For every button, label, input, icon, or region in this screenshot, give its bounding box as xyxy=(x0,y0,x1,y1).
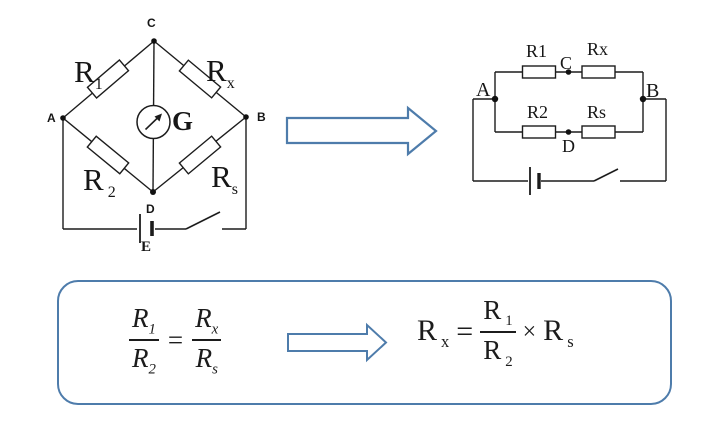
resistor-box-rx xyxy=(178,59,222,99)
galvanometer-icon xyxy=(136,104,171,140)
num1-base-text: R xyxy=(132,303,149,333)
rs-sub-text: s xyxy=(231,181,238,199)
left-node-label-c: C xyxy=(147,16,156,30)
galvanometer-label: G xyxy=(172,106,194,136)
right-resistor-boxes xyxy=(521,65,616,139)
left-node-label-b: B xyxy=(257,110,266,124)
right-node-label-a: A xyxy=(476,79,491,101)
fraction-numerator: R1 xyxy=(129,303,159,337)
resistor-box-rx xyxy=(581,65,616,79)
right-node-label-c: C xyxy=(560,53,573,73)
fraction-denominator: Rs xyxy=(193,343,221,377)
right-node-label-b: B xyxy=(646,80,660,102)
lhs-base-text: R xyxy=(417,313,438,347)
right-node-dots xyxy=(491,69,647,135)
small-right-arrow-icon xyxy=(287,322,388,363)
den2-sub-text: s xyxy=(212,361,218,378)
galvanometer-needle xyxy=(154,113,162,122)
left-resistor-label-rx: Rx xyxy=(206,55,235,92)
den1-sub-text: 2 xyxy=(148,361,156,378)
left-resistor-boxes xyxy=(86,59,222,175)
right-node-label-d: D xyxy=(562,136,575,156)
fraction-numerator: Rx xyxy=(192,303,221,337)
left-switch-icon xyxy=(185,211,221,230)
left-resistor-label-rs: Rs xyxy=(211,161,238,198)
rx-base-text: R xyxy=(206,53,227,88)
lhs-sub-text: x xyxy=(441,331,450,351)
den2-base-text: R xyxy=(195,343,213,374)
rhs-sub-text: s xyxy=(567,331,574,351)
left-node-dots xyxy=(60,38,249,195)
right-battery-icon xyxy=(529,167,541,195)
r2-sub-text: 2 xyxy=(107,184,116,202)
left-node-label-a: A xyxy=(47,111,56,125)
den1-base-text: R xyxy=(132,343,149,374)
num2-base-text: R xyxy=(195,303,212,333)
right-resistor-label-rs: Rs xyxy=(587,102,607,122)
equals-sign: = xyxy=(167,324,184,355)
big-right-arrow-icon xyxy=(285,105,438,157)
right-resistor-label-r2: R2 xyxy=(527,102,549,122)
left-battery-icon xyxy=(139,214,154,243)
r1-base-text: R xyxy=(74,54,95,89)
right-resistor-label-r1: R1 xyxy=(526,41,548,61)
rs-base-text: R xyxy=(211,159,232,194)
num2-sub-text: x xyxy=(211,321,219,338)
rx-sub-text: x xyxy=(226,75,235,93)
num-sub-text: 1 xyxy=(505,313,513,330)
den-sub-text: 2 xyxy=(505,353,513,370)
equals-sign: = xyxy=(456,315,474,349)
fraction-r1-over-r2: R1 R2 xyxy=(129,303,159,377)
num1-sub-text: 1 xyxy=(148,321,156,338)
left-resistor-label-r1: R1 xyxy=(74,56,103,93)
resistor-box-rs xyxy=(581,125,616,139)
rhs-base-text: R xyxy=(543,313,564,347)
left-node-label-d: D xyxy=(146,202,155,216)
fraction-bar xyxy=(192,339,222,342)
left-node-label-e: E xyxy=(141,239,152,255)
den-base-text: R xyxy=(483,335,502,366)
resistor-box-r2 xyxy=(86,135,130,175)
right-switch-icon xyxy=(593,168,619,182)
multiplication-sign: × xyxy=(522,318,537,345)
balance-ratio-equation: R1 R2 = Rx Rs xyxy=(129,303,222,377)
right-circuit-wires xyxy=(472,71,667,182)
resistor-box-rs xyxy=(178,135,222,175)
fraction-bar xyxy=(129,339,159,342)
r1-sub-text: 1 xyxy=(94,76,103,94)
fraction-denominator: R2 xyxy=(129,343,159,377)
r2-base-text: R xyxy=(83,162,104,197)
fraction-bar xyxy=(480,331,516,334)
num-base-text: R xyxy=(483,295,502,325)
resistor-box-r1 xyxy=(521,65,557,79)
resistor-box-r2 xyxy=(521,125,557,139)
right-resistor-label-rx: Rx xyxy=(587,39,609,59)
fraction-rx-over-rs: Rx Rs xyxy=(192,303,222,377)
resistor-box-r1 xyxy=(86,59,130,99)
